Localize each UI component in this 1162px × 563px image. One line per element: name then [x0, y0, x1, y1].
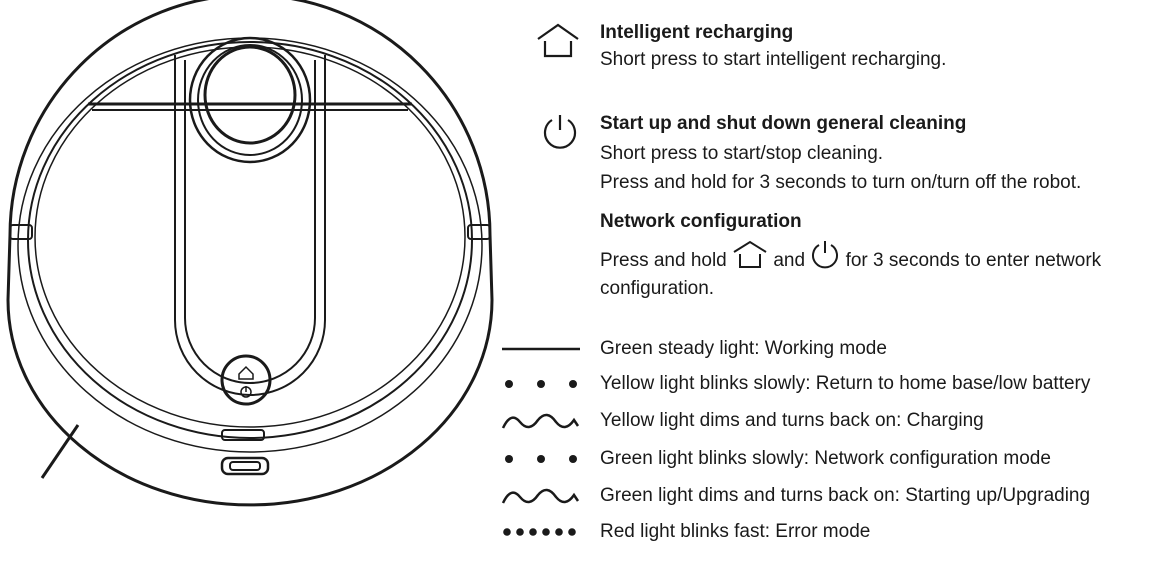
- legend-text: Green steady light: Working mode: [600, 338, 887, 359]
- legend-row-wave: Yellow light dims and turns back on: Cha…: [500, 406, 1160, 436]
- home-icon: [733, 240, 767, 268]
- network-line1: Press and hold and for 3 seconds to ente…: [600, 240, 1101, 274]
- legend-row-dots: Green light blinks slowly: Network confi…: [500, 444, 1160, 474]
- home-icon: [537, 23, 579, 58]
- power-icon: [543, 115, 577, 149]
- recharge-desc: Short press to start intelligent recharg…: [600, 49, 947, 70]
- network-text-b: and: [773, 250, 806, 271]
- power-line2: Press and hold for 3 seconds to turn on/…: [600, 172, 1082, 193]
- network-text-a: Press and hold: [600, 250, 727, 271]
- power-title: Start up and shut down general cleaning: [600, 113, 967, 134]
- network-text-c: for 3 seconds to enter network: [845, 250, 1102, 271]
- network-title: Network configuration: [600, 211, 802, 232]
- legend-row-wave: Green light dims and turns back on: Star…: [500, 481, 1160, 511]
- legend-row-fast-dots: Red light blinks fast: Error mode: [500, 517, 1160, 547]
- legend-row-solid: Green steady light: Working mode: [500, 334, 1160, 364]
- recharge-title: Intelligent recharging: [600, 22, 794, 43]
- robot-vacuum-illustration: [6, 0, 494, 507]
- power-line1: Short press to start/stop cleaning.: [600, 143, 884, 164]
- wave-icon: [501, 488, 580, 504]
- legend-text: Yellow light dims and turns back on: Cha…: [600, 410, 984, 431]
- legend-text: Green light blinks slowly: Network confi…: [600, 448, 1051, 469]
- legend-text: Red light blinks fast: Error mode: [600, 521, 871, 542]
- network-line2: configuration.: [600, 278, 715, 299]
- six-dots-icon: [503, 528, 576, 536]
- three-dots-icon: [505, 455, 577, 463]
- three-dots-icon: [505, 380, 577, 388]
- power-icon: [812, 241, 839, 269]
- legend-row-dots: Yellow light blinks slowly: Return to ho…: [500, 369, 1160, 399]
- solid-line-icon: [502, 347, 580, 351]
- legend-text: Green light dims and turns back on: Star…: [600, 485, 1091, 506]
- wave-icon: [501, 413, 580, 429]
- legend-text: Yellow light blinks slowly: Return to ho…: [600, 373, 1091, 394]
